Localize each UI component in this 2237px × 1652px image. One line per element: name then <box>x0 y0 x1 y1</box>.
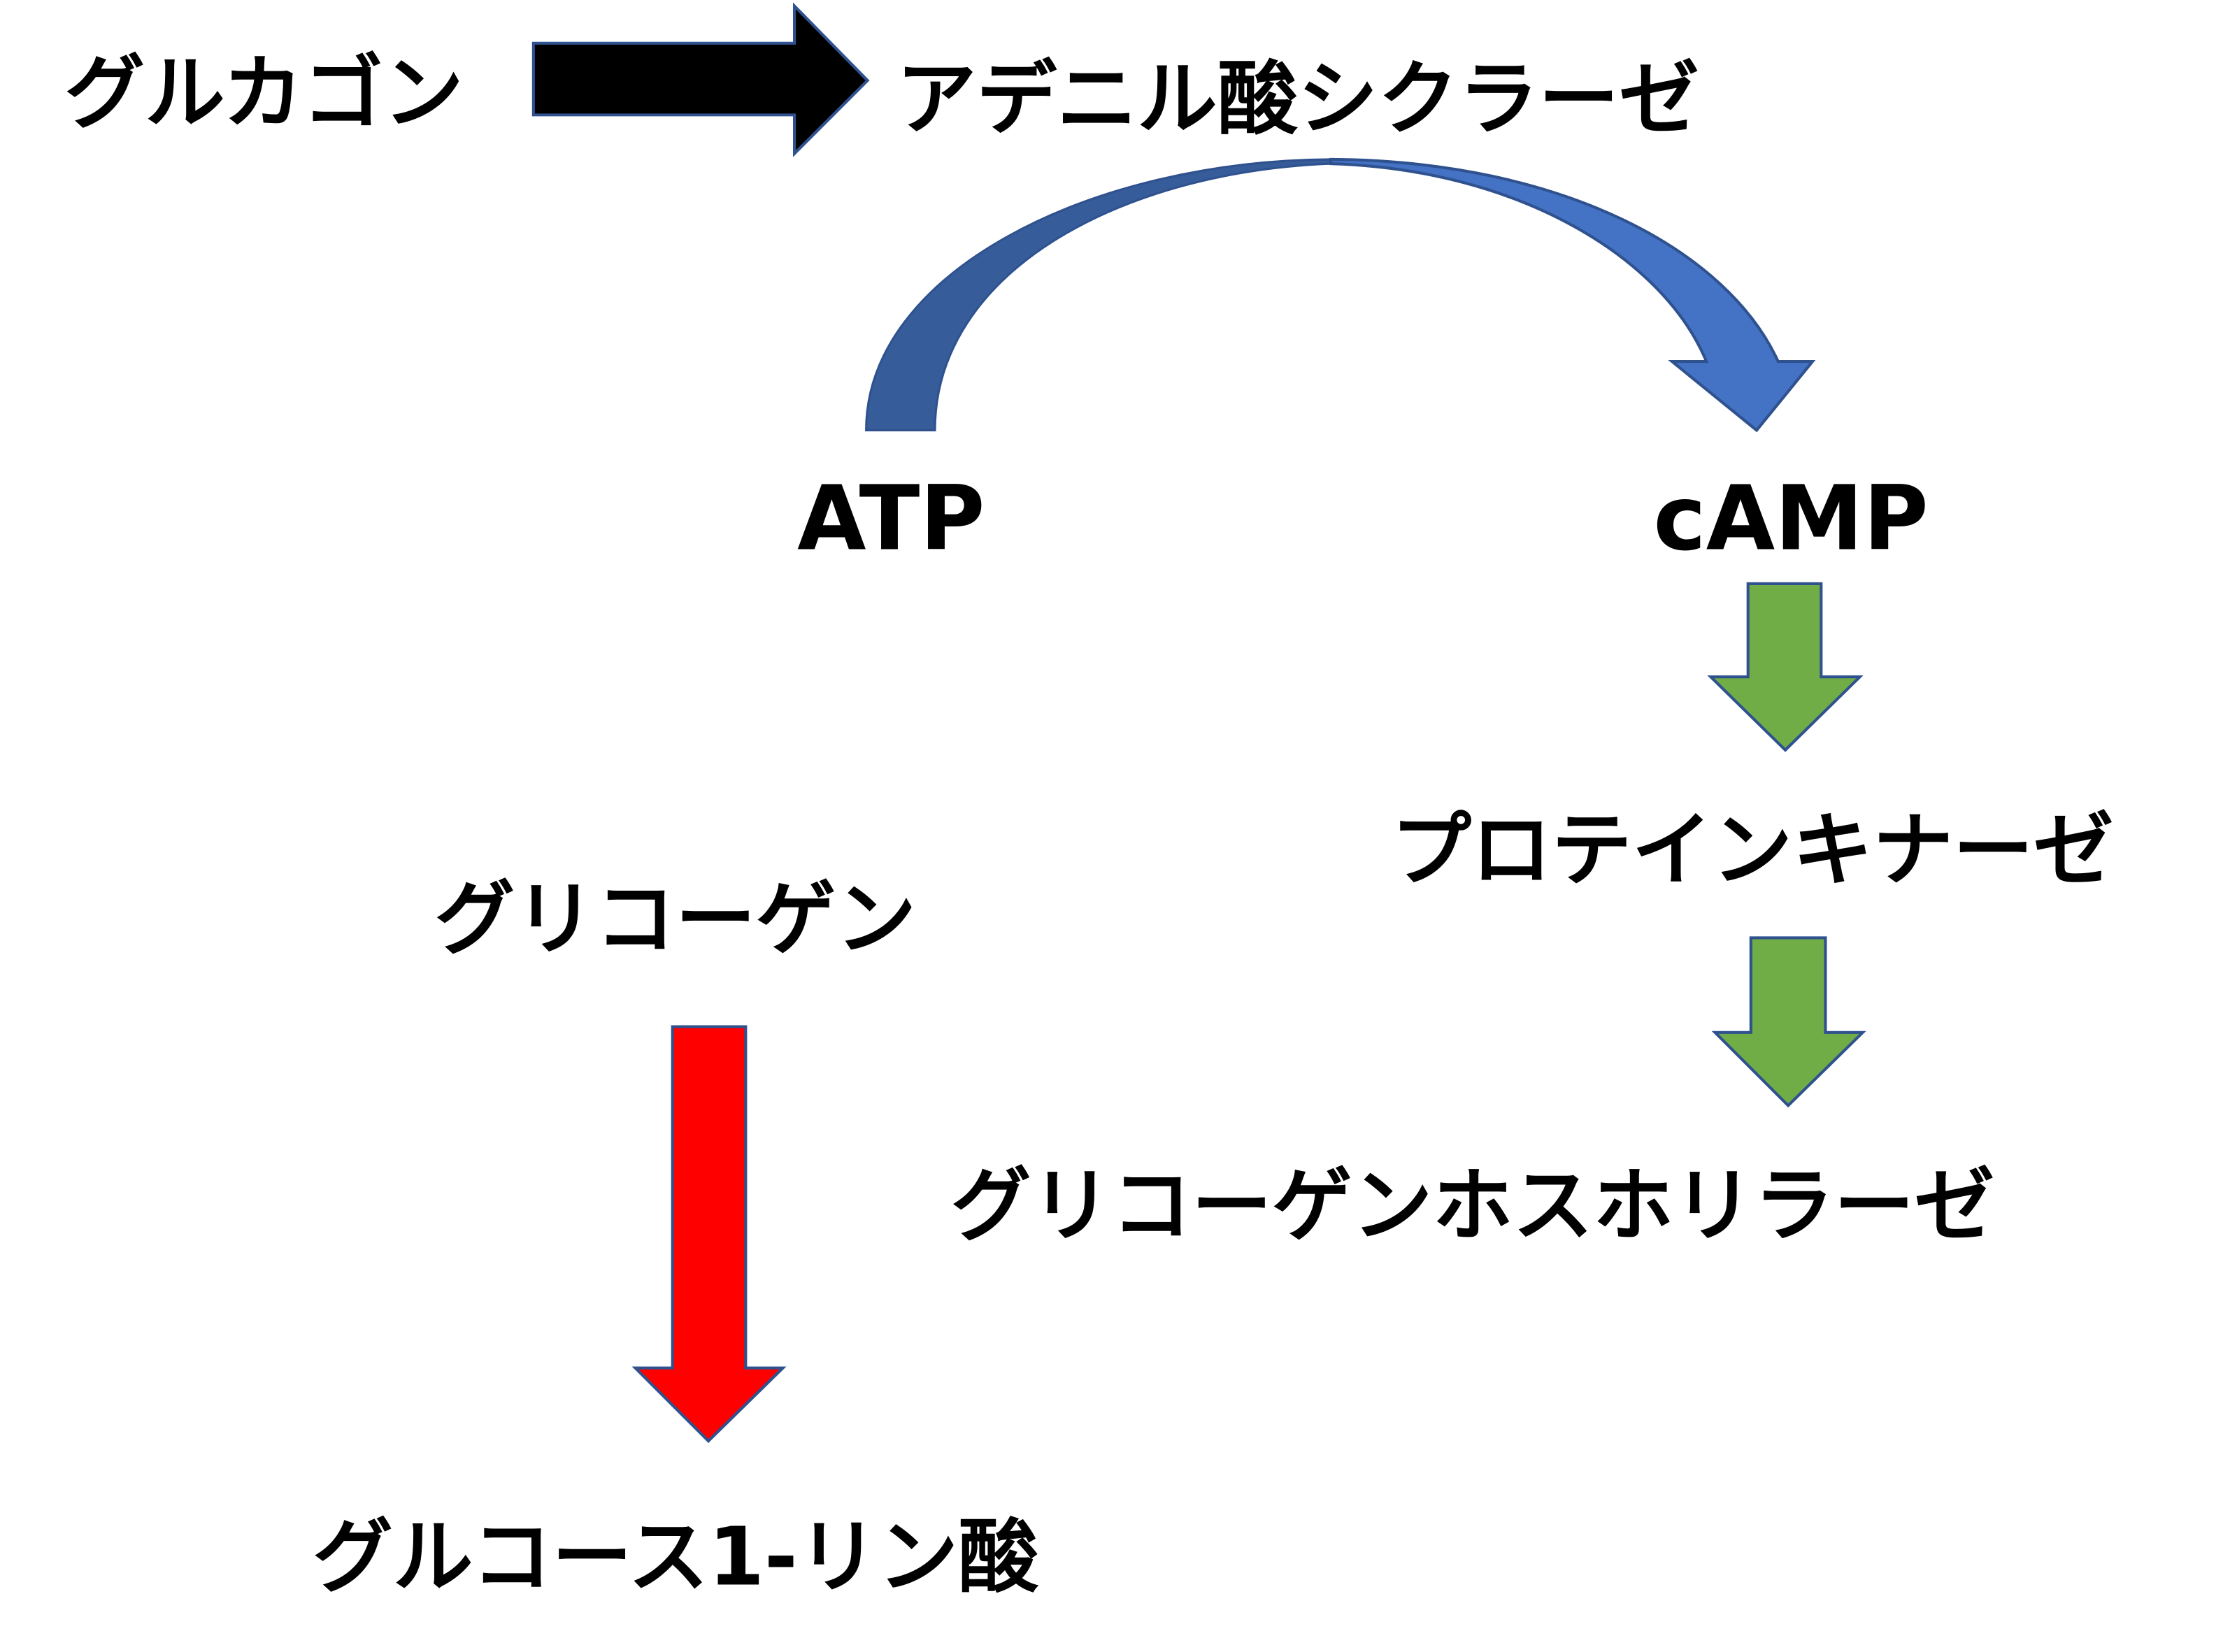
green-down-arrow-2 <box>1711 936 1866 1108</box>
label-glucagon: グルカゴン <box>64 47 464 141</box>
label-glucose-1-phosphate: グルコース1-リン酸 <box>313 1510 1038 1604</box>
red-down-arrow <box>631 1025 787 1444</box>
label-atp: ATP <box>797 467 985 570</box>
curved-arrow-right-half <box>1329 157 1816 433</box>
black-right-arrow <box>531 2 870 157</box>
label-glycogen: グリコーゲン <box>434 872 916 966</box>
label-camp: cAMP <box>1653 467 1928 570</box>
label-glycogen-phosphorylase: グリコーゲンホスホリラーゼ <box>951 1159 1995 1253</box>
label-protein-kinase: プロテインキナーゼ <box>1391 803 2113 897</box>
label-adenylate-cyclase: アデニル酸シクラーゼ <box>896 52 1699 146</box>
green-down-arrow-1 <box>1707 582 1864 752</box>
curved-arrow-left-half <box>865 158 1332 432</box>
